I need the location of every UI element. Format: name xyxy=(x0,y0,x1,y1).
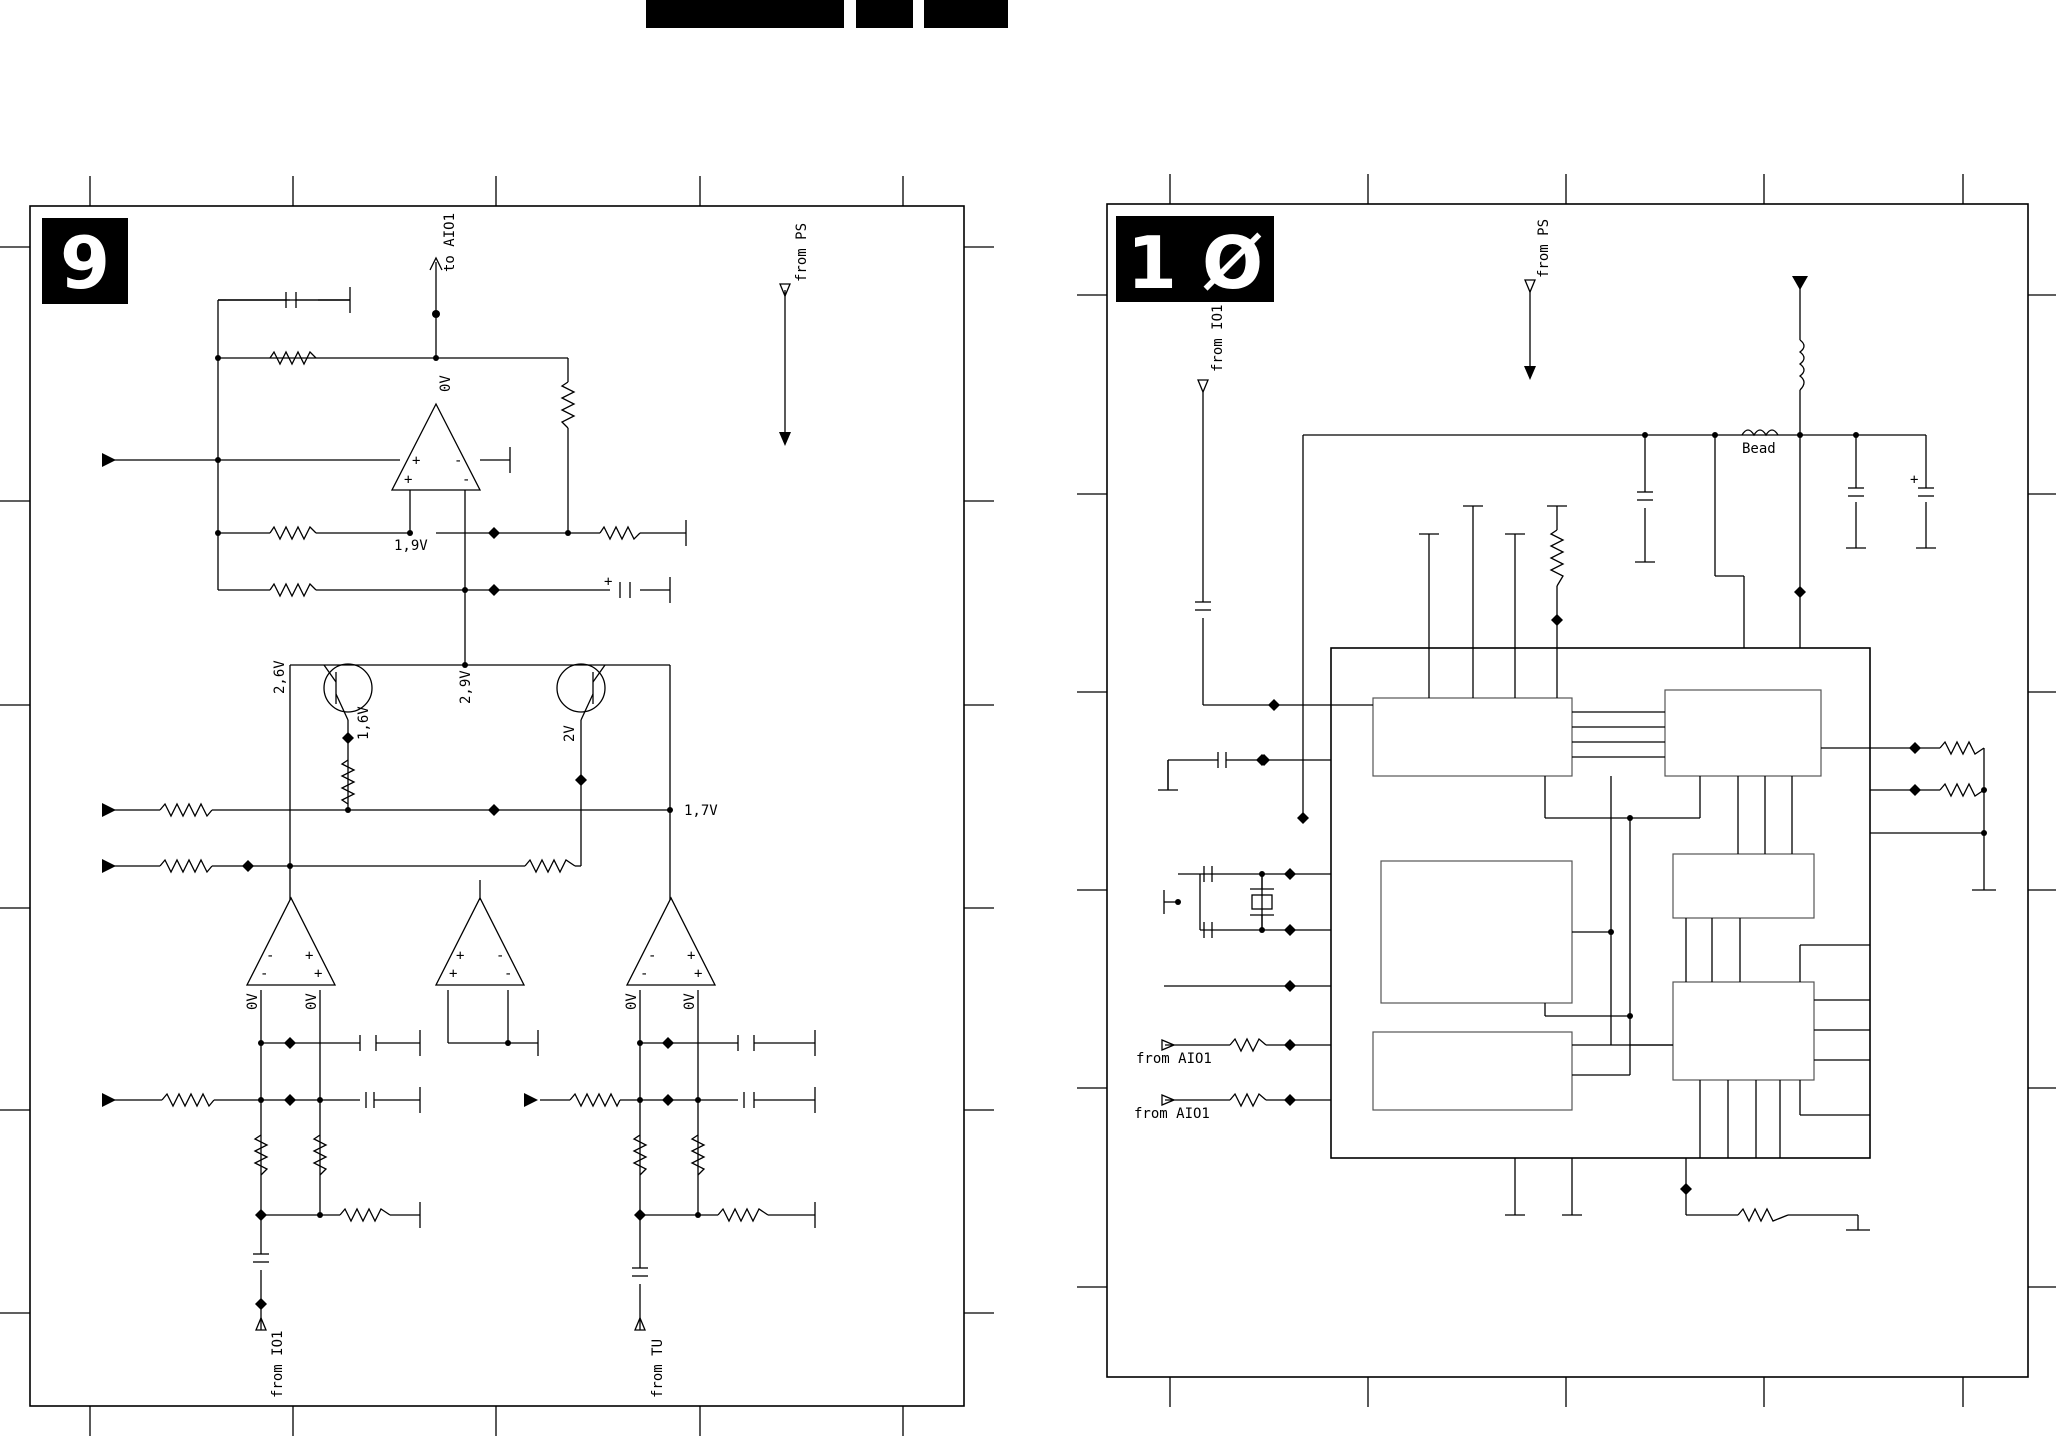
label-1-6v: 1,6V xyxy=(356,706,372,740)
panel-10-labels: from PS from IO1 Bead from AIO1 from AIO… xyxy=(1134,219,1776,1122)
svg-text:-: - xyxy=(462,472,470,488)
label-10-from-io1: from IO1 xyxy=(1210,305,1226,372)
panel-10-badge-label: 1 Ø xyxy=(1127,221,1263,305)
svg-text:+: + xyxy=(694,966,702,982)
svg-text:-: - xyxy=(640,966,648,982)
panel-9-grid-ticks xyxy=(0,176,994,1436)
label-2v: 2V xyxy=(562,725,578,742)
panel-9-opamp-lower-mid xyxy=(434,896,526,986)
panel-9: 9 xyxy=(0,176,994,1436)
panel-10-ic-blocks xyxy=(1372,689,1822,1111)
svg-text:-: - xyxy=(266,948,274,964)
svg-text:-: - xyxy=(648,948,656,964)
panel-10-main-ic xyxy=(1330,647,1871,1159)
panel-10-badge: 1 Ø xyxy=(1116,216,1274,305)
svg-text:+: + xyxy=(687,948,695,964)
panel-10-inductor xyxy=(1798,339,1805,391)
panel-9-frame xyxy=(29,205,965,1407)
panel-9-opamp-signs: + - + - - + - + + - + - - + - + xyxy=(260,453,702,982)
panel-10-cap-plus-signs: + xyxy=(1910,472,1918,488)
svg-text:+: + xyxy=(449,966,457,982)
label-2-9v: 2,9V xyxy=(458,670,474,704)
label-0v-b: 0V xyxy=(304,993,320,1010)
label-0v-top: 0V xyxy=(438,375,454,392)
panel-9-arrow-in-5 xyxy=(524,1093,538,1107)
panel-9-arrow-in-3 xyxy=(102,859,116,873)
label-from-ps: from PS xyxy=(794,223,810,282)
label-from-io1: from IO1 xyxy=(270,1331,286,1398)
label-10-from-aio1-b: from AIO1 xyxy=(1134,1106,1210,1122)
panel-9-opamp-lower-left xyxy=(245,896,337,986)
panel-10-grid-ticks xyxy=(1077,174,2056,1407)
ic-block-5 xyxy=(1372,1031,1573,1111)
svg-text:+: + xyxy=(456,948,464,964)
ic-block-4 xyxy=(1672,853,1815,919)
panel-9-transistor-right xyxy=(556,663,606,713)
label-2-6v: 2,6V xyxy=(272,660,288,694)
label-10-from-aio1-a: from AIO1 xyxy=(1136,1051,1212,1067)
ic-block-1 xyxy=(1372,697,1573,777)
label-10-from-ps: from PS xyxy=(1536,219,1552,278)
panel-10-resistors xyxy=(1229,339,1985,1223)
panel-9-cap-plus-signs: + xyxy=(604,574,612,590)
panel-9-transistor-left xyxy=(323,663,373,713)
label-0v-a: 0V xyxy=(245,993,261,1010)
panel-10: 1 Ø xyxy=(604,174,2056,1407)
svg-text:+: + xyxy=(314,966,322,982)
panel-10-arrow-ps xyxy=(1524,366,1536,380)
svg-text:+: + xyxy=(305,948,313,964)
svg-text:+: + xyxy=(404,472,412,488)
svg-text:-: - xyxy=(260,966,268,982)
panel-9-badge-label: 9 xyxy=(60,221,110,305)
panel-9-arrow-in-2 xyxy=(102,803,116,817)
panel-9-port-flags xyxy=(255,283,791,1331)
svg-text:-: - xyxy=(454,453,462,469)
panel-9-wiring xyxy=(110,256,816,1330)
header-tab-3 xyxy=(924,0,1008,28)
panel-10-frame xyxy=(1106,203,2029,1378)
svg-text:+: + xyxy=(604,574,612,590)
header-tab-2 xyxy=(856,0,913,28)
ic-block-6 xyxy=(1672,981,1815,1081)
svg-text:+: + xyxy=(1910,472,1918,488)
panel-10-port-flags xyxy=(1161,279,1536,1106)
panel-10-capacitors xyxy=(1195,487,1934,938)
ic-block-2 xyxy=(1664,689,1822,777)
label-0v-c: 0V xyxy=(624,993,640,1010)
panel-10-bead xyxy=(1741,429,1779,437)
svg-text:+: + xyxy=(412,453,420,469)
panel-9-opamp-top xyxy=(390,402,482,491)
panel-9-input-arrows xyxy=(102,432,791,1107)
panel-9-resistors xyxy=(159,350,769,1223)
label-1-9v: 1,9V xyxy=(394,538,428,554)
label-to-aio1: to AIO1 xyxy=(442,213,458,272)
panel-9-junctions xyxy=(215,310,701,1310)
header-tabs xyxy=(646,0,1008,28)
label-0v-d: 0V xyxy=(682,993,698,1010)
panel-9-opamps xyxy=(245,402,717,986)
panel-9-arrow-in-1 xyxy=(102,453,116,467)
panel-9-badge: 9 xyxy=(42,218,128,305)
panel-10-junctions xyxy=(1175,276,1987,1195)
label-from-tu: from TU xyxy=(650,1339,666,1398)
svg-text:-: - xyxy=(496,948,504,964)
label-10-bead: Bead xyxy=(1742,441,1776,457)
panel-9-opamp-lower-right xyxy=(625,896,717,986)
panel-9-capacitors xyxy=(218,292,755,1277)
ic-block-3 xyxy=(1380,860,1573,1004)
panel-9-arrow-in-4 xyxy=(102,1093,116,1107)
panel-9-arrow-ps xyxy=(779,432,791,446)
panel-9-transistors xyxy=(323,663,606,721)
panel-9-labels: to AIO1 from PS 0V 1,9V 2,6V 2,9V 1,6V 2… xyxy=(245,213,810,1398)
header-tab-1 xyxy=(646,0,844,28)
svg-text:-: - xyxy=(504,966,512,982)
label-1-7v: 1,7V xyxy=(684,803,718,819)
